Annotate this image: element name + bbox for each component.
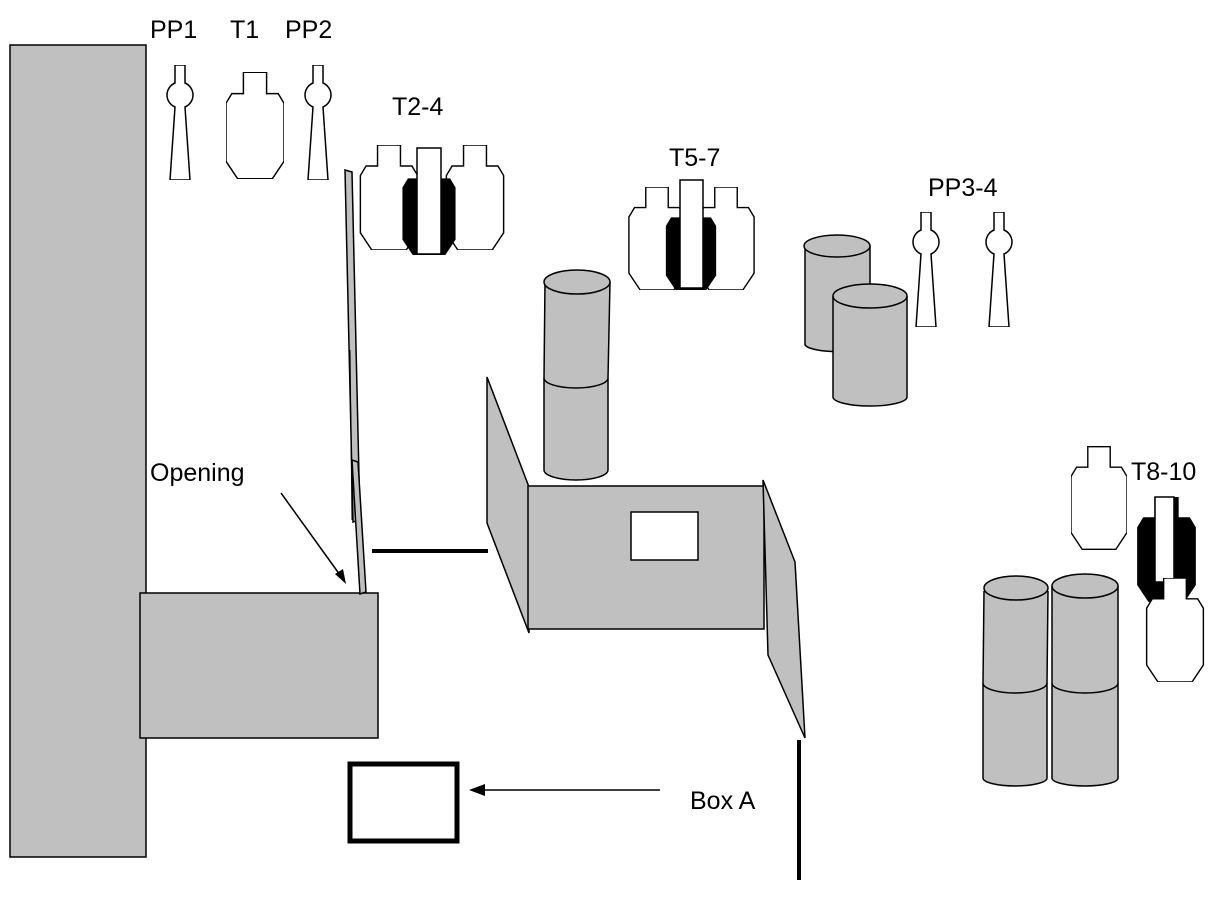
right-wing-wall — [762, 479, 806, 739]
box-a-label: Box A — [690, 787, 756, 815]
popper-pp3 — [912, 212, 940, 327]
target-group-t2-4 — [359, 145, 505, 255]
barrel-pair-pp — [803, 234, 908, 407]
box-a-arrow — [469, 784, 660, 796]
wall-port — [630, 511, 699, 561]
barrel-cluster-right — [982, 573, 1119, 787]
target-t1 — [226, 72, 284, 179]
low-wall-box — [139, 592, 379, 739]
label-pp1: PP1 — [150, 16, 197, 44]
box-a — [347, 761, 460, 844]
label-pp2: PP2 — [285, 16, 332, 44]
label-pp3-4: PP3-4 — [928, 174, 998, 202]
opening-arrow — [280, 492, 346, 584]
target-group-t9-10 — [1137, 496, 1205, 682]
target-group-t5-7 — [628, 179, 755, 290]
label-t2-4: T2-4 — [392, 93, 444, 121]
main-wall — [9, 44, 147, 858]
popper-pp1 — [166, 65, 194, 180]
popper-pp2 — [304, 65, 332, 180]
label-t5-7: T5-7 — [669, 144, 720, 172]
label-t8-10: T8-10 — [1131, 458, 1196, 486]
opening-label: Opening — [150, 459, 245, 487]
popper-pp4 — [985, 212, 1013, 327]
left-wing-wall — [486, 376, 530, 634]
label-t1: T1 — [230, 16, 259, 44]
target-t8 — [1071, 446, 1127, 550]
barrel-stack-center — [543, 269, 611, 481]
fault-line-wall — [344, 168, 367, 596]
